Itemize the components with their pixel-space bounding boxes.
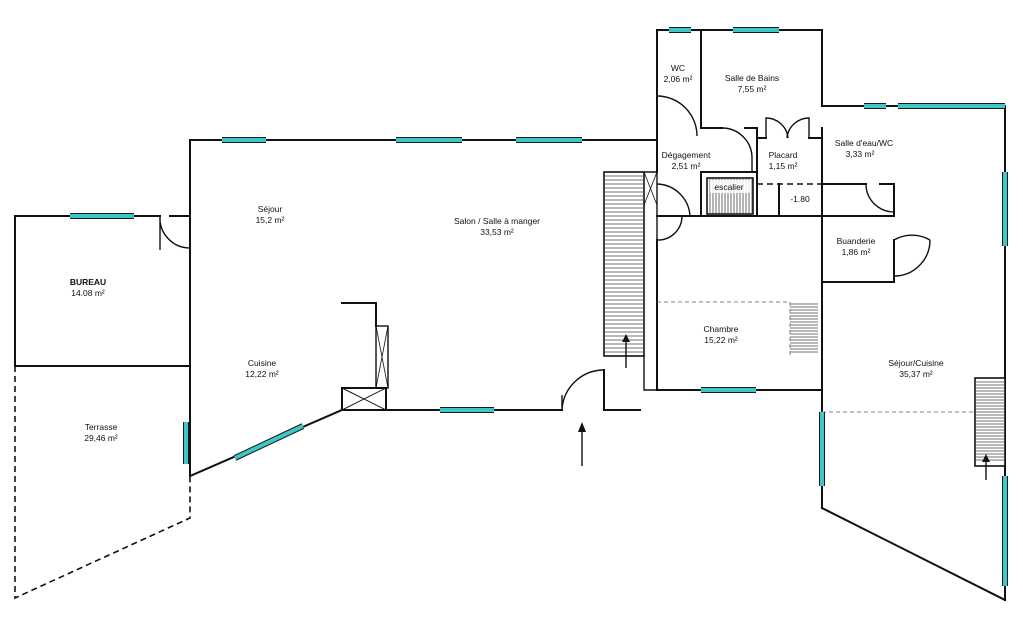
room-name-chambre: Chambre <box>704 324 739 334</box>
room-area-chambre: 15,22 m² <box>704 335 738 345</box>
stairs-salon <box>603 171 645 357</box>
room-name-wc: WC <box>671 63 685 73</box>
room-area-sejour: 15,2 m² <box>256 215 285 225</box>
room-area-salon: 33,53 m² <box>480 227 514 237</box>
window-12 <box>233 423 305 461</box>
dashed-lines <box>14 301 976 600</box>
room-area-salle-eau: 3,33 m² <box>846 149 875 159</box>
stairs-sejour-cuisine <box>974 377 1006 467</box>
room-name-terrasse: Terrasse <box>85 422 118 432</box>
room-name-buanderie: Buanderie <box>837 236 876 246</box>
room-name-bureau: BUREAU <box>70 277 106 287</box>
room-area-cuisine: 12,22 m² <box>245 369 279 379</box>
doors <box>159 95 931 411</box>
room-name-degagement: Dégagement <box>662 150 711 160</box>
room-area-sejour-cuisine: 35,37 m² <box>899 369 933 379</box>
room-area-buanderie: 1,86 m² <box>842 247 871 257</box>
stairs-label: escalier <box>714 182 743 192</box>
room-name-salon: Salon / Salle à manger <box>454 216 540 226</box>
room-area-wc: 2,06 m² <box>664 74 693 84</box>
entrance-arrow-up-icon <box>578 422 586 466</box>
room-area-bains: 7,55 m² <box>738 84 767 94</box>
stair-arrow-up-icon-2 <box>982 454 990 480</box>
room-name-cuisine: Cuisine <box>248 358 277 368</box>
room-area-placard: 1,15 m² <box>769 161 798 171</box>
room-name-sejour: Séjour <box>258 204 283 214</box>
room-name-sejour-cuisine: Séjour/Cuisine <box>888 358 944 368</box>
room-labels: BUREAU 14.08 m² Terrasse 29,46 m² Séjour… <box>70 63 944 443</box>
stair-arrow-up-icon <box>622 334 630 368</box>
room-area-bureau: 14.08 m² <box>71 288 105 298</box>
room-name-bains: Salle de Bains <box>725 73 779 83</box>
room-name-placard: Placard <box>769 150 798 160</box>
stairs-chambre <box>790 303 818 353</box>
arrows <box>578 334 990 480</box>
room-name-salle-eau: Salle d'eau/WC <box>835 138 893 148</box>
level-label: -1.80 <box>790 194 810 204</box>
room-area-degagement: 2,51 m² <box>672 161 701 171</box>
room-area-terrasse: 29,46 m² <box>84 433 118 443</box>
windows <box>70 27 1008 586</box>
walls <box>14 29 1007 602</box>
